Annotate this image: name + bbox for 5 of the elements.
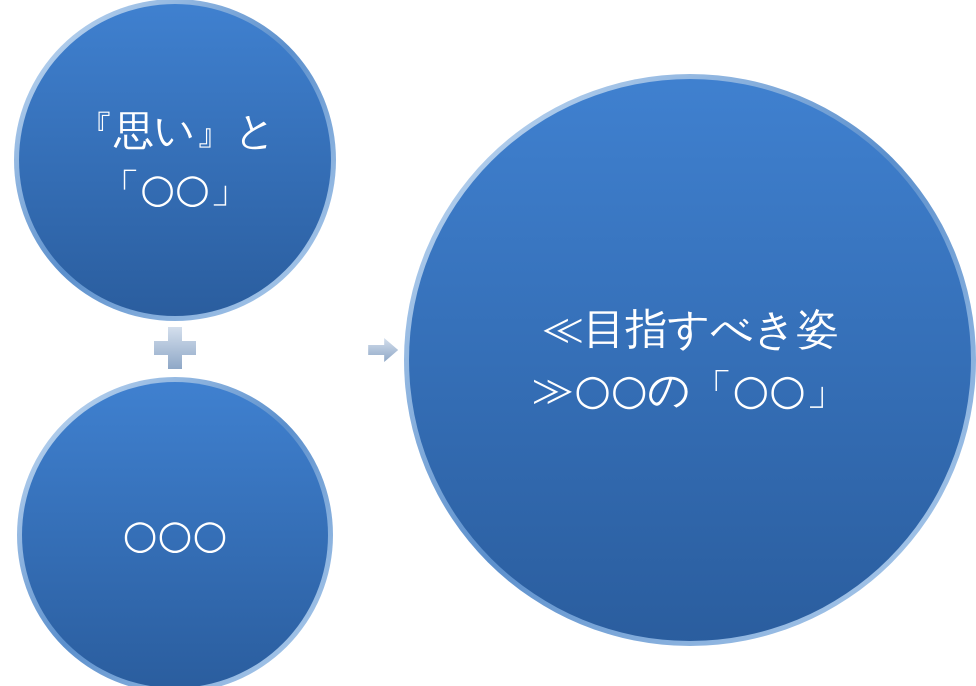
circle-text: 『思い』と「○○」 [73, 107, 277, 214]
arrow [368, 338, 398, 362]
circle-text: ≪目指すべき姿≫○○の「○○」 [531, 303, 849, 416]
circle [402, 72, 976, 648]
circle-text: ○○○ [122, 511, 228, 560]
